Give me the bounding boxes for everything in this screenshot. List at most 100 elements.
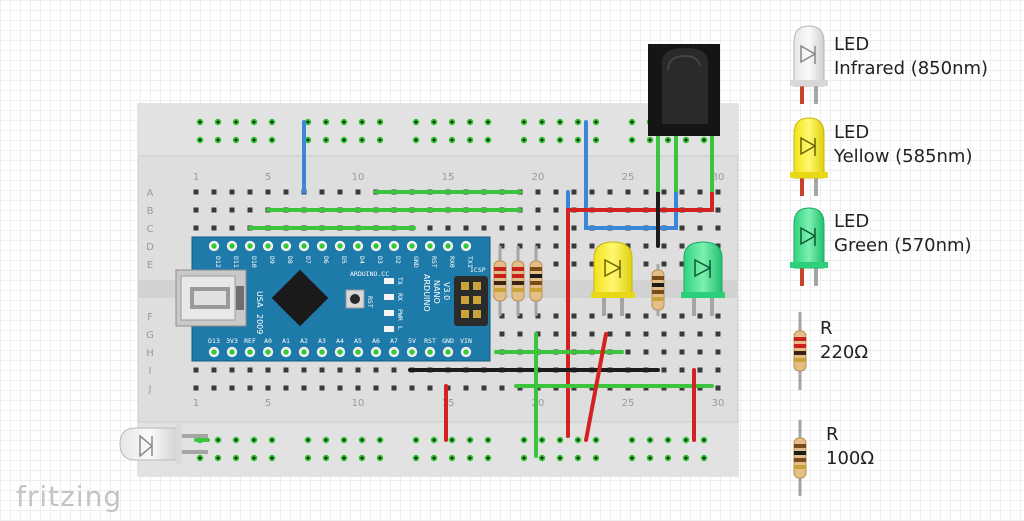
legend-resistor-220-icon	[793, 312, 807, 390]
breadboard-hole	[373, 367, 379, 373]
ir-led-board	[119, 424, 208, 464]
rail-hole-center	[702, 456, 706, 460]
breadboard-hole	[607, 331, 613, 337]
nano-pin-label-bottom: A6	[372, 337, 380, 345]
column-number: 25	[622, 398, 635, 409]
rail-hole-center	[198, 138, 202, 142]
breadboard-hole	[463, 225, 469, 231]
rail-hole-center	[576, 138, 580, 142]
rail-hole-center	[270, 138, 274, 142]
nano-pin-label-bottom: A0	[264, 337, 272, 345]
resistor-band	[652, 276, 664, 280]
row-letter: J	[148, 384, 152, 395]
board-led-tx	[384, 278, 394, 284]
breadboard-hole	[463, 385, 469, 391]
nano-pin-label-top: RX0	[448, 256, 456, 268]
breadboard-hole	[517, 313, 523, 319]
breadboard-hole	[715, 385, 721, 391]
breadboard-hole	[247, 189, 253, 195]
breadboard-hole	[679, 225, 685, 231]
rail-hole-center	[342, 438, 346, 442]
nano-pin-pad	[211, 243, 217, 249]
usb-connector	[175, 269, 247, 327]
breadboard-hole	[697, 367, 703, 373]
breadboard-hole	[643, 243, 649, 249]
rail-hole-center	[306, 120, 310, 124]
breadboard-hole	[643, 189, 649, 195]
breadboard-hole	[229, 225, 235, 231]
rail-hole-center	[540, 120, 544, 124]
rail-hole-center	[306, 456, 310, 460]
nano-year-label: 2009	[255, 314, 264, 334]
breadboard-hole	[571, 243, 577, 249]
rail-hole-center	[306, 138, 310, 142]
board-resistors	[493, 246, 665, 316]
nano-pin-pad	[337, 243, 343, 249]
rail-hole-center	[540, 138, 544, 142]
breadboard-hole	[211, 367, 217, 373]
rail-hole-center	[594, 438, 598, 442]
green-led	[681, 241, 725, 316]
rail-hole-center	[216, 138, 220, 142]
row-letter: A	[147, 188, 154, 199]
breadboard-hole	[661, 261, 667, 267]
nano-tx-label: TX	[396, 277, 404, 285]
breadboard-hole	[553, 331, 559, 337]
nano-pin-label-top: GND	[412, 256, 420, 268]
legend-r220-title: R	[820, 318, 833, 339]
nano-pin-pad	[319, 349, 325, 355]
rail-hole-center	[576, 456, 580, 460]
breadboard-hole	[265, 385, 271, 391]
nano-icsp-label: ICSP	[470, 266, 486, 274]
nano-pin-pad	[463, 349, 469, 355]
resistor-band	[512, 274, 524, 278]
breadboard-hole	[337, 385, 343, 391]
rail-hole-center	[468, 456, 472, 460]
breadboard-hole	[247, 367, 253, 373]
breadboard-hole	[661, 189, 667, 195]
breadboard-hole	[355, 189, 361, 195]
resistor-band	[512, 267, 524, 271]
resistor-band	[530, 274, 542, 278]
rail-hole-center	[234, 456, 238, 460]
resistor-band	[794, 351, 806, 355]
breadboard-hole	[571, 225, 577, 231]
breadboard-hole	[589, 189, 595, 195]
breadboard-hole	[697, 313, 703, 319]
board-led-l	[384, 326, 394, 332]
column-number: 30	[712, 172, 725, 183]
breadboard-hole	[193, 189, 199, 195]
column-number: 1	[193, 172, 199, 183]
rail-hole-center	[450, 120, 454, 124]
breadboard-hole	[643, 261, 649, 267]
breadboard-bottom-rail	[138, 422, 738, 476]
breadboard-hole	[373, 385, 379, 391]
nano-pin-label-top: D5	[340, 256, 348, 264]
breadboard-hole	[517, 331, 523, 337]
breadboard-hole	[427, 385, 433, 391]
rail-hole-center	[666, 438, 670, 442]
rail-hole-center	[522, 456, 526, 460]
resistor-band	[794, 458, 806, 462]
column-number: 30	[712, 398, 725, 409]
nano-pin-pad	[337, 349, 343, 355]
breadboard-hole	[319, 385, 325, 391]
breadboard-hole	[625, 313, 631, 319]
rail-hole-center	[378, 438, 382, 442]
breadboard-hole	[715, 313, 721, 319]
nano-pin-pad	[427, 243, 433, 249]
breadboard-hole	[553, 225, 559, 231]
rail-hole-center	[198, 120, 202, 124]
resistor-band	[512, 288, 524, 292]
breadboard-hole	[571, 189, 577, 195]
nano-brand-label: ARDUINO.CC	[350, 270, 389, 278]
resistor-band	[794, 344, 806, 348]
rail-hole-center	[252, 438, 256, 442]
nano-pin-label-bottom: A7	[390, 337, 398, 345]
breadboard-hole	[283, 189, 289, 195]
rail-hole-center	[414, 138, 418, 142]
nano-pin-pad	[427, 349, 433, 355]
breadboard-hole	[481, 225, 487, 231]
nano-l-label: L	[396, 326, 404, 330]
column-number: 1	[193, 398, 199, 409]
